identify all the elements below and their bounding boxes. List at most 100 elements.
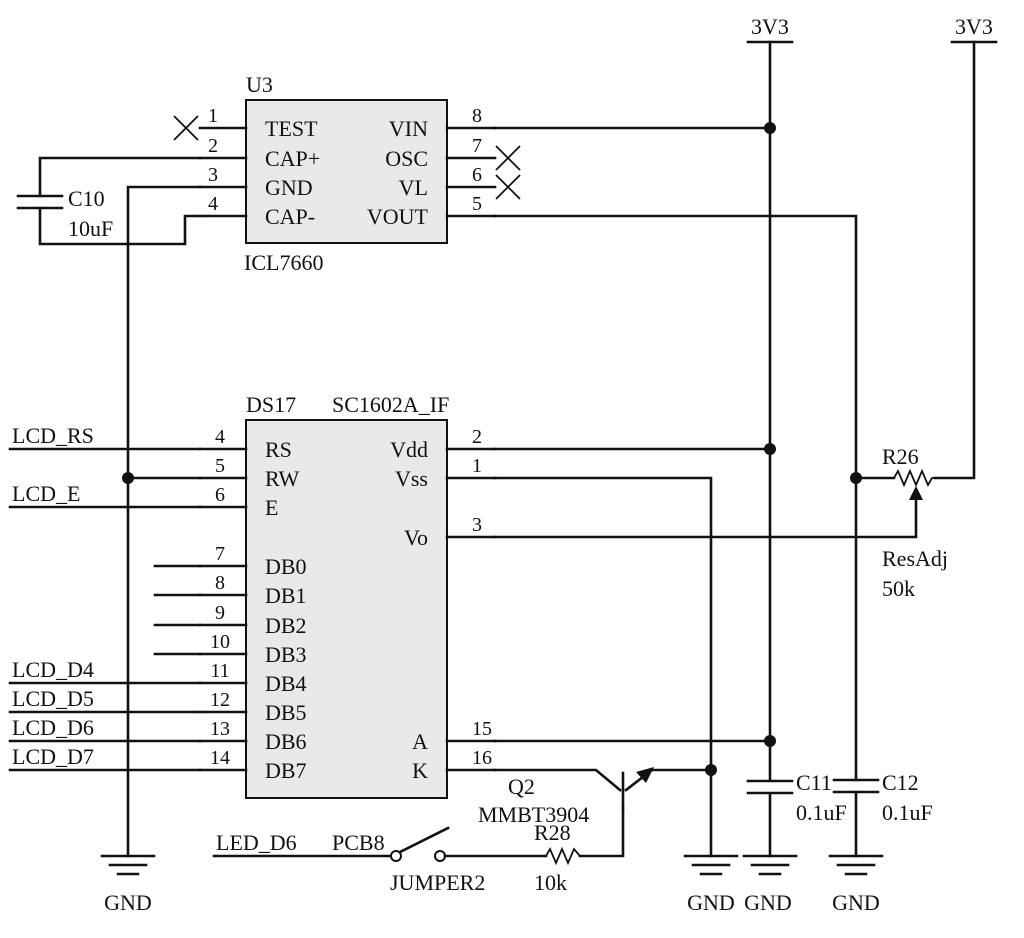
ds17-pin-name: E: [265, 495, 278, 520]
u3-pin-name: VOUT: [367, 204, 429, 229]
ds17-pin-num: 16: [472, 747, 492, 769]
power-3v3-right: 3V3: [933, 14, 998, 480]
resistor-r28: R28 10k: [534, 820, 581, 895]
ds17-pin-name: DB1: [265, 583, 307, 608]
junction-dot: [705, 764, 717, 776]
net-label: LCD_RS: [12, 423, 94, 448]
r26-value: ResAdj: [882, 546, 948, 571]
ground-symbol-icon: GND: [100, 854, 156, 915]
switch-contact-icon: [390, 850, 402, 862]
power-3v3-left: 3V3: [746, 14, 794, 858]
ground-label: GND: [832, 890, 880, 915]
ds17-pin-name: DB2: [265, 613, 307, 638]
ground-label: GND: [687, 890, 735, 915]
junction-dot: [850, 472, 862, 484]
ds17-pin-name: RW: [265, 466, 299, 491]
junction-dot: [764, 122, 776, 134]
junction-dot: [764, 443, 776, 455]
c11-ref: C11: [796, 770, 832, 795]
switch-lever-icon: [398, 826, 450, 854]
u3-pin-name: OSC: [385, 146, 428, 171]
ds17-pin-num: 1: [472, 455, 482, 477]
capacitor-c11: C11 0.1uF: [746, 770, 847, 825]
ds17-body: [245, 419, 448, 799]
c12-value: 0.1uF: [882, 800, 933, 825]
u3-pin-name: CAP+: [265, 146, 320, 171]
no-connect-icon: [173, 115, 199, 141]
u3-part: ICL7660: [244, 250, 323, 275]
r26-ref: R26: [882, 444, 919, 469]
ds17-pin-num: 14: [210, 747, 230, 769]
potentiometer-r26: R26 ResAdj 50k: [850, 444, 948, 601]
u3-pin-num: 6: [472, 164, 482, 186]
ds17-pin-num: 12: [210, 689, 230, 711]
ds17-pin-num: 10: [210, 631, 230, 653]
net-label: LCD_D4: [12, 657, 94, 682]
u3-pin-num: 5: [472, 193, 482, 215]
net-label: LCD_D5: [12, 686, 94, 711]
ds17-pin-num: 11: [210, 660, 229, 682]
u3-pin-name: VL: [399, 175, 428, 200]
u3-pin-num: 8: [472, 105, 482, 127]
ds17-part: SC1602A_IF: [332, 392, 449, 417]
ds17-pin-name: DB4: [265, 671, 307, 696]
u3-pin-name: GND: [265, 175, 313, 200]
no-connect-icon: [495, 174, 521, 200]
ds17-pin-num: 6: [215, 484, 225, 506]
u3-pin-num: 7: [472, 135, 482, 157]
c12-ref: C12: [882, 770, 919, 795]
net-label: LCD_E: [12, 481, 80, 506]
jumper-pcb8: LED_D6 PCB8 JUMPER2: [212, 826, 548, 895]
net-label: LCD_D6: [12, 715, 94, 740]
c10-ref: C10: [68, 186, 105, 211]
ds17-pin-num: 7: [215, 543, 225, 565]
ground-symbol-icon: GND: [683, 854, 739, 915]
u3-pin-num: 1: [208, 105, 218, 127]
r28-value: 10k: [534, 870, 567, 895]
ds17-pin-num: 13: [210, 718, 230, 740]
u3-pin-num: 4: [208, 193, 218, 215]
switch-contact-icon: [434, 850, 446, 862]
ds17-pin-name: DB7: [265, 758, 307, 783]
ground-label: GND: [744, 890, 792, 915]
power-label: 3V3: [955, 14, 993, 39]
ds17-pin-num: 9: [215, 602, 225, 624]
ds17-pin-name: Vdd: [390, 437, 428, 462]
ds17-ref: DS17: [246, 392, 296, 417]
ds17-pin-name: A: [412, 729, 428, 754]
q2-ref: Q2: [508, 774, 535, 799]
ground-symbol-icon: GND: [828, 854, 884, 915]
power-label: 3V3: [751, 14, 789, 39]
ground-label: GND: [104, 890, 152, 915]
ds17-pin-num: 5: [215, 455, 225, 477]
ds17-pin-name: DB5: [265, 700, 307, 725]
q2-part: MMBT3904: [478, 802, 589, 827]
junction-dot: [764, 735, 776, 747]
u3-ref: U3: [246, 72, 273, 97]
r28-ref: R28: [534, 820, 571, 845]
r26-value: 50k: [882, 576, 915, 601]
no-connect-icon: [495, 145, 521, 171]
u3-pin-name: CAP-: [265, 204, 315, 229]
ds17-pin-num: 3: [472, 514, 482, 536]
jumper-part: JUMPER2: [390, 870, 485, 895]
jumper-ref: PCB8: [332, 830, 385, 855]
ds17-pin-name: DB6: [265, 729, 307, 754]
ds17-pin-name: Vss: [395, 466, 428, 491]
ds17-pin-num: 2: [472, 426, 482, 448]
ds17-pin-name: RS: [265, 437, 292, 462]
ds17-pin-name: DB0: [265, 554, 307, 579]
net-label: LED_D6: [216, 830, 297, 855]
net-label: LCD_D7: [12, 744, 94, 769]
u3-pin-name: VIN: [389, 116, 428, 141]
u3-pin-num: 3: [208, 164, 218, 186]
junction-dot: [122, 472, 134, 484]
capacitor-c10: C10 10uF: [16, 156, 202, 246]
ds17-pin-num: 4: [215, 426, 225, 448]
u3-body: [245, 99, 448, 244]
capacitor-c12: C12 0.1uF: [832, 770, 933, 858]
ds17-pin-num: 8: [215, 572, 225, 594]
ds17-pin-name: K: [412, 758, 428, 783]
ds17-lcd: DS17 SC1602A_IF 4 5 6 7 8 9 10 11 12 13 …: [198, 392, 497, 799]
